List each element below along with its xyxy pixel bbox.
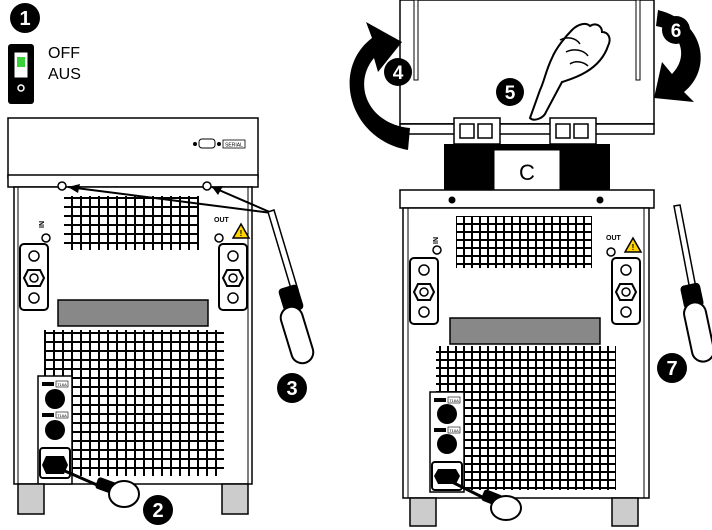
- switch-off-label: OFF: [48, 45, 80, 62]
- display-panel-right: [450, 318, 600, 344]
- step-6-badge: 6: [662, 16, 690, 44]
- step-2-badge: 2: [143, 495, 173, 525]
- screwdriver-icon-step-7: [674, 205, 712, 364]
- step-1-badge: 1: [10, 3, 40, 33]
- port-block-left: [20, 244, 48, 310]
- step-4-badge: 4: [384, 58, 412, 86]
- upper-grille: [64, 196, 199, 250]
- terminal-block-right: [550, 118, 596, 144]
- svg-text:5: 5: [505, 83, 516, 104]
- screwdriver-icon: [268, 210, 316, 366]
- svg-text:T16A: T16A: [449, 398, 459, 403]
- step-3-badge: 3: [277, 373, 307, 403]
- terminal-block-left: [454, 118, 500, 144]
- svg-text:SERIAL: SERIAL: [225, 143, 243, 149]
- svg-text:!: !: [240, 229, 243, 238]
- port-block-right-right-unit: [612, 258, 640, 324]
- port-block-left-right-unit: [410, 258, 438, 324]
- svg-text:T16A: T16A: [57, 382, 67, 387]
- svg-text:!: !: [632, 243, 635, 252]
- in-label: IN: [39, 221, 46, 228]
- screw-right: [203, 182, 211, 190]
- svg-text:1: 1: [19, 8, 30, 30]
- out-label: OUT: [214, 217, 230, 224]
- svg-text:T16A: T16A: [449, 428, 459, 433]
- out-label-right: OUT: [606, 235, 622, 242]
- display-panel: [58, 300, 208, 326]
- switch-aus-label: AUS: [48, 66, 81, 83]
- svg-text:7: 7: [666, 358, 677, 380]
- svg-text:6: 6: [671, 21, 682, 42]
- right-unit: C IN OUT !: [400, 0, 654, 526]
- left-unit: SERIAL IN OUT !: [8, 118, 258, 514]
- svg-text:2: 2: [152, 500, 163, 522]
- svg-text:T16A: T16A: [57, 413, 67, 418]
- in-label-right: IN: [433, 237, 440, 244]
- fuse-panel: T16A T16A: [38, 376, 72, 484]
- step-5-badge: 5: [496, 78, 524, 106]
- screw-left: [58, 182, 66, 190]
- upper-grille-right: [456, 216, 592, 268]
- svg-text:4: 4: [393, 63, 404, 84]
- power-switch: [8, 44, 34, 104]
- fuse-panel-right: T16A T16A: [430, 392, 464, 492]
- step-7-badge: 7: [657, 353, 687, 383]
- svg-text:3: 3: [286, 378, 297, 400]
- module-letter: C: [519, 160, 535, 185]
- port-block-right: [219, 244, 247, 310]
